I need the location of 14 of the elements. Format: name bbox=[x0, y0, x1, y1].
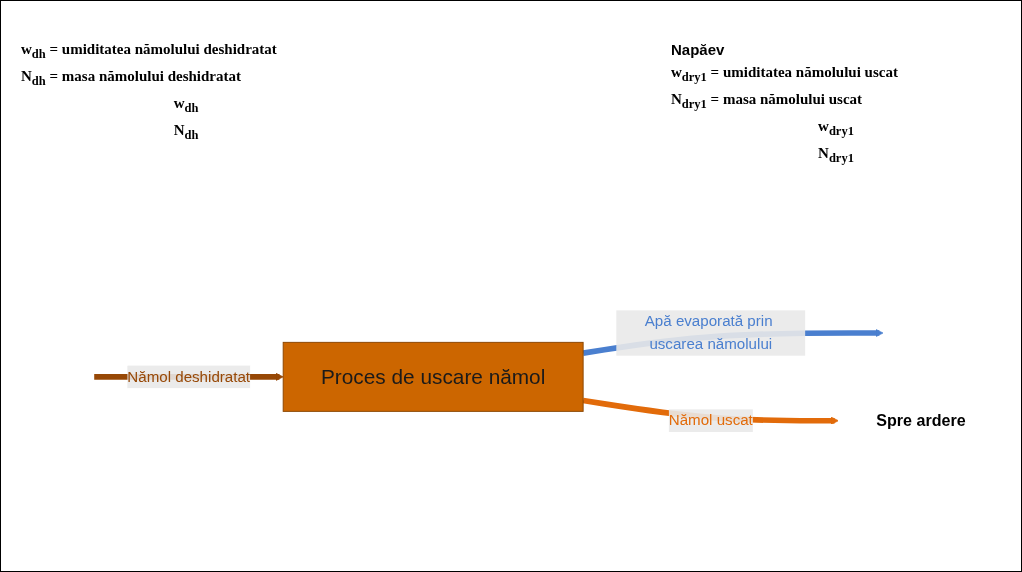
variable-symbol: N$_{dry1}$ bbox=[817, 145, 855, 166]
definition-text: N$_{dh}$ = masa nămolului deshidratat bbox=[21, 68, 242, 89]
variable-symbol: w$_{dry1}$ bbox=[817, 118, 855, 139]
node-text: Spre ardere bbox=[876, 411, 966, 430]
edge-label: Nămol uscat bbox=[668, 412, 753, 429]
definition-text: w$_{dry1}$ = umiditatea nămolului uscat bbox=[671, 64, 899, 85]
definition-text: w$_{dh}$ = umiditatea nămolului deshidratat bbox=[21, 41, 278, 62]
definition-text: N$_{dry1}$ = masa nămolului uscat bbox=[671, 91, 864, 112]
variable-symbol: N$_{dh}$ bbox=[172, 122, 200, 143]
node-box: Proces de uscare nămol bbox=[282, 341, 584, 412]
symbol-label: Napăev bbox=[671, 41, 726, 58]
edge-label: Nămol deshidratat bbox=[127, 368, 251, 385]
variable-symbol: w$_{dh}$ bbox=[172, 95, 200, 116]
edge-label: Apă evaporată prin uscarea nămolului bbox=[644, 313, 773, 352]
